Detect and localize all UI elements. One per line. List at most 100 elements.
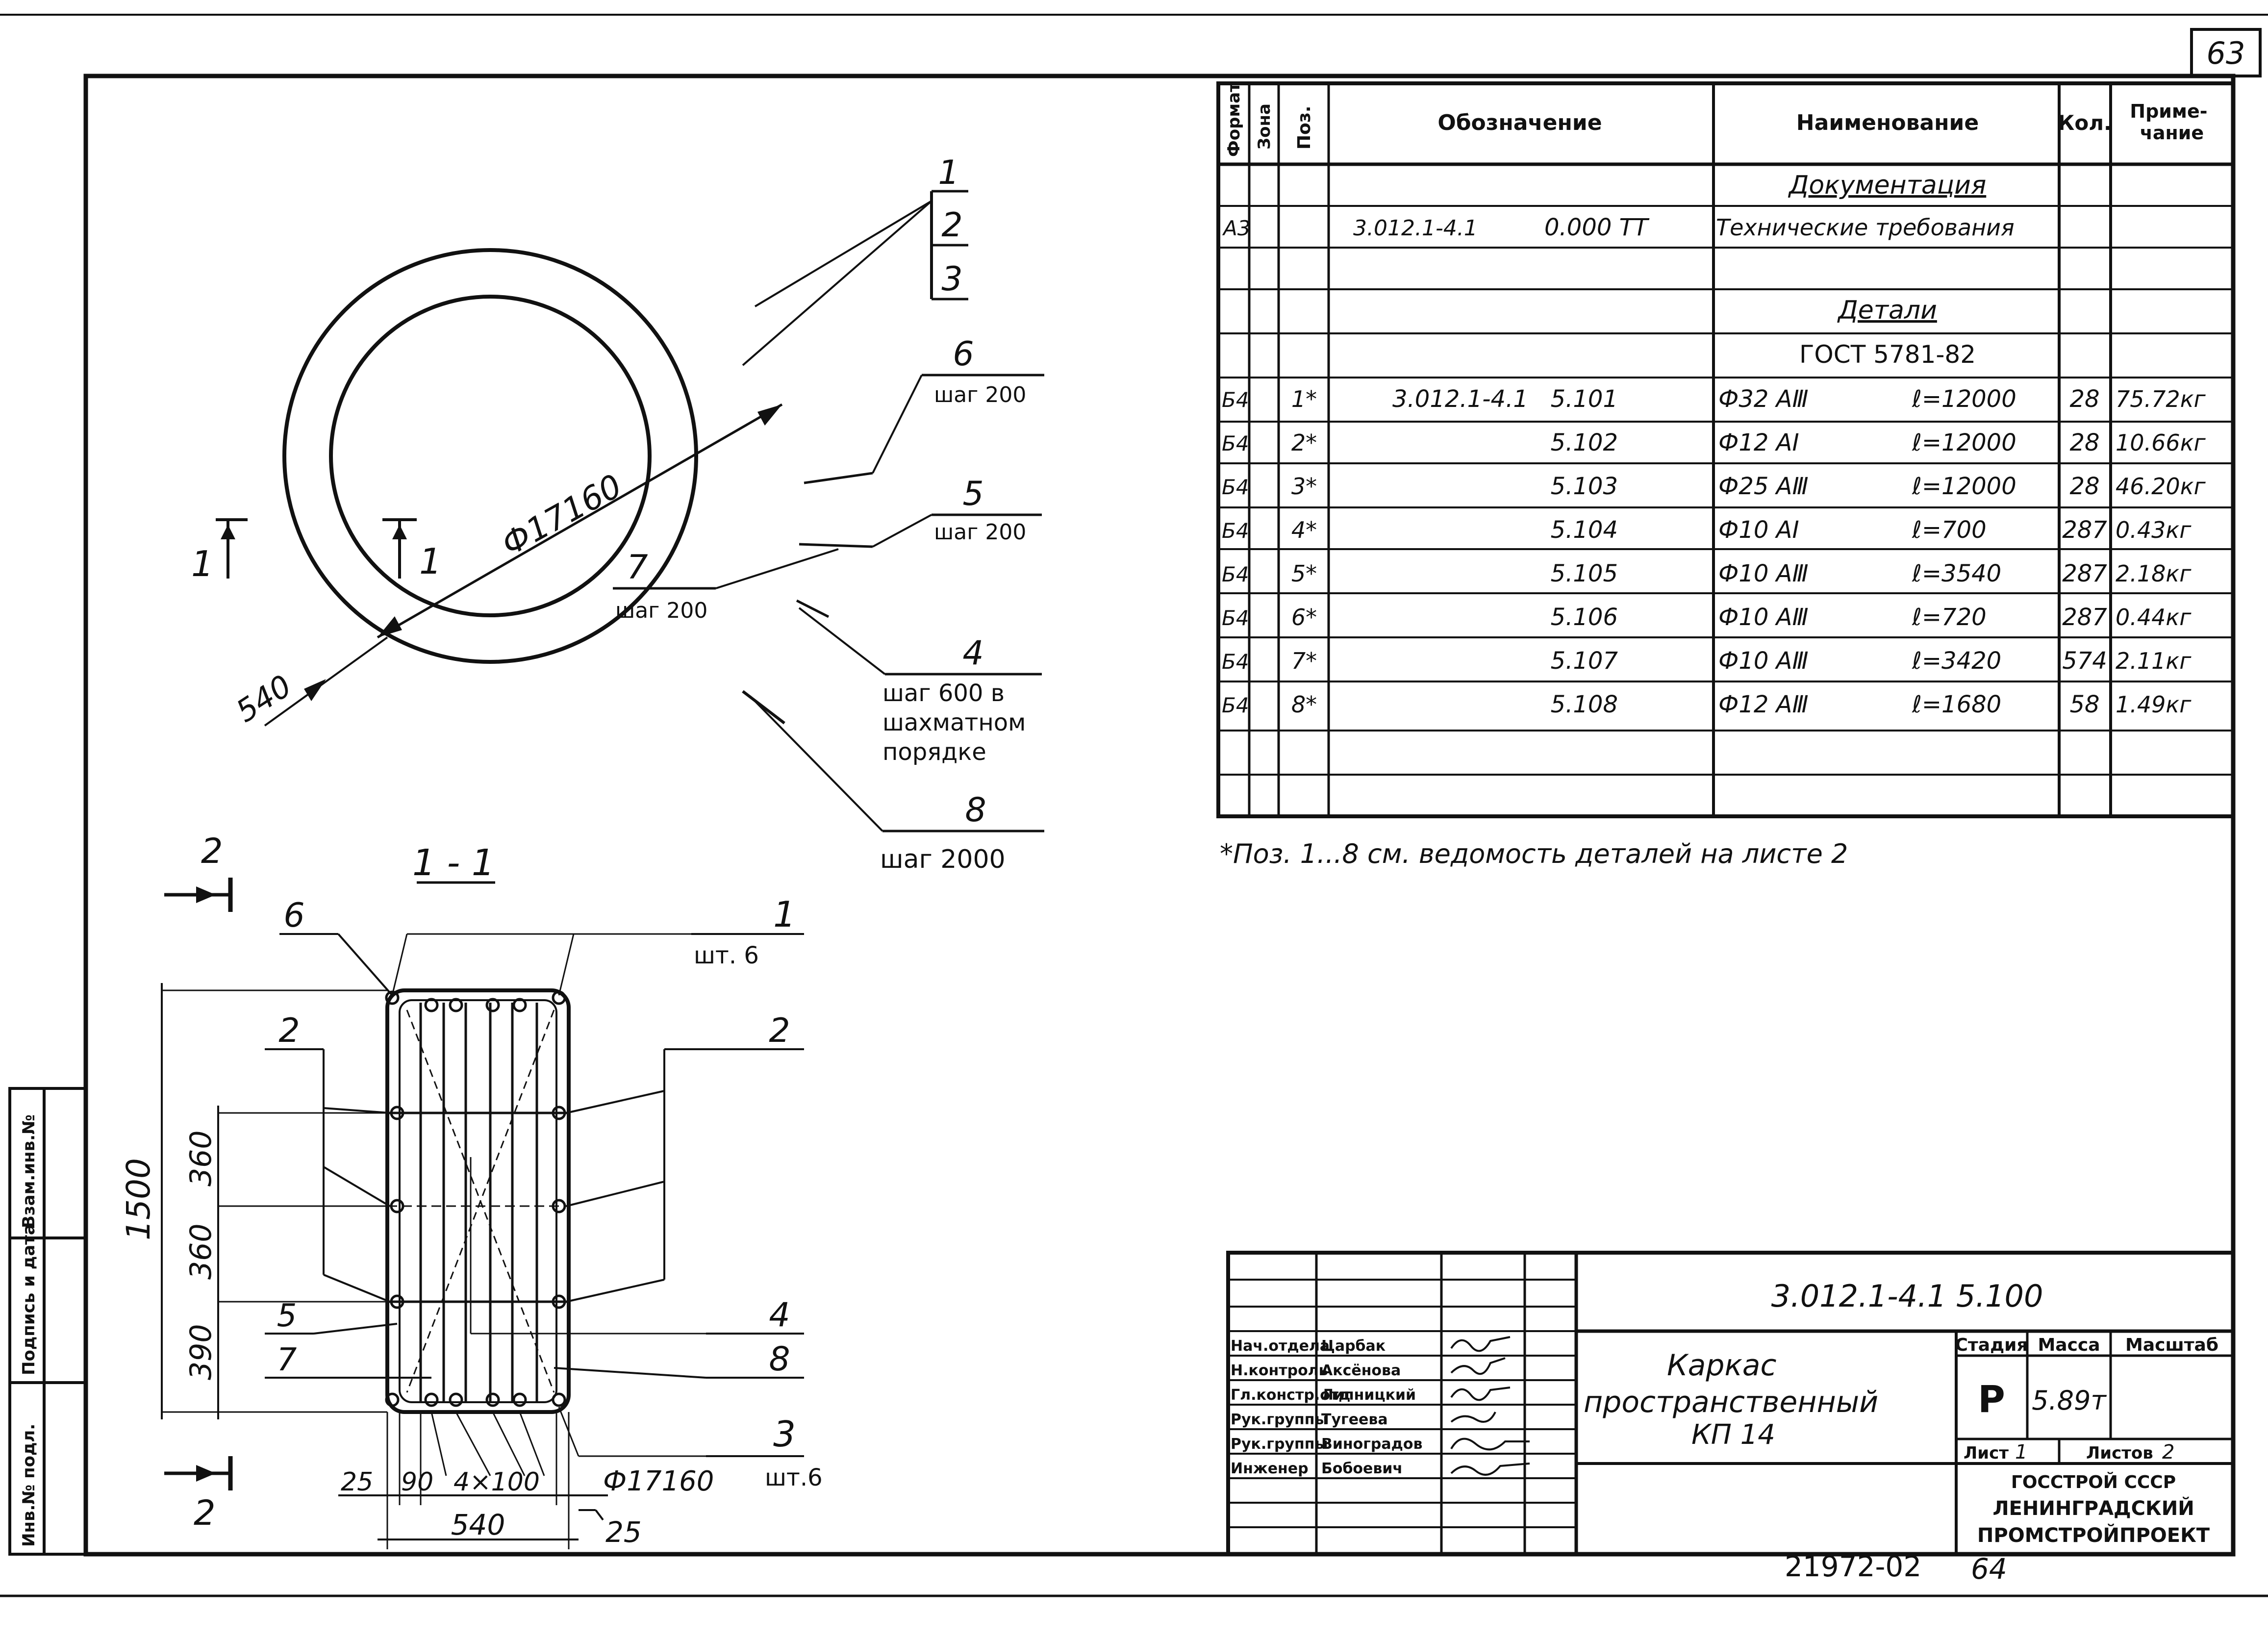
row-pos: 2* xyxy=(1291,429,1317,456)
scale-label: Масштаб xyxy=(2125,1335,2218,1355)
row-note: 2.18кг xyxy=(2116,560,2192,587)
spec-footnote: *Поз. 1...8 см. ведомость деталей на лис… xyxy=(1220,838,1848,869)
mass-label: Масса xyxy=(2038,1335,2100,1355)
col-zone: Зона xyxy=(1255,103,1274,150)
row-note: 75.72кг xyxy=(2116,386,2206,412)
sec-label-6: 6 xyxy=(283,896,304,935)
label-pos-8: 8 xyxy=(965,791,986,830)
row-pos: 4* xyxy=(1291,517,1317,543)
stage-label: Стадия xyxy=(1955,1335,2028,1355)
row-bar: Ф12 AⅢ xyxy=(1718,691,1809,718)
dim-360-a: 360 xyxy=(184,1130,218,1186)
row-note: 1.49кг xyxy=(2116,691,2192,718)
staff-rows: Нач.отделаЦарбакН.контрольАксёноваГл.кон… xyxy=(1231,1337,1422,1477)
left-stamp: Инв.№ подл. Подпись и дата Взам.инв.№ xyxy=(8,1087,87,1556)
stamp-inv-podl: Инв.№ подл. xyxy=(19,1424,39,1547)
col-note-line-2: чание xyxy=(2140,122,2204,144)
row-length: ℓ=1680 xyxy=(1912,691,2001,718)
dim-25-a: 25 xyxy=(341,1467,373,1497)
label-pos-4: 4 xyxy=(962,634,983,673)
parts-standard: ГОСТ 5781-82 xyxy=(1799,340,1976,369)
row-code: 5.104 xyxy=(1551,516,1618,544)
label-pos-4-step-b: шахматном xyxy=(882,709,1026,736)
row-code: 5.103 xyxy=(1551,473,1618,500)
org-line-1: ГОССТРОЙ СССР xyxy=(2011,1472,2176,1492)
row-qty: 28 xyxy=(2069,473,2099,500)
sheets-value: 2 xyxy=(2162,1441,2174,1463)
row-qty: 58 xyxy=(2069,691,2099,718)
archive-number: 21972-02 xyxy=(1785,1550,1921,1583)
section-documentation: Документация xyxy=(1788,171,1986,200)
stage-value: Р xyxy=(1978,1377,2005,1421)
row-qty: 287 xyxy=(2062,516,2107,544)
row-code: 5.102 xyxy=(1551,429,1618,456)
label-pos-4-step-a: шаг 600 в xyxy=(882,680,1005,707)
label-pos-5: 5 xyxy=(962,475,983,513)
row-pos: 8* xyxy=(1291,691,1317,718)
row-note: 2.11кг xyxy=(2116,648,2192,674)
dim-25-b: 25 xyxy=(605,1515,642,1549)
row-code: 5.106 xyxy=(1551,604,1618,631)
col-note-line-1: Приме- xyxy=(2130,101,2207,122)
row-bar: Ф12 AⅠ xyxy=(1718,429,1799,456)
sheet-value: 1 xyxy=(2015,1441,2027,1463)
label-bars-3: 3 xyxy=(941,260,962,299)
row-pos: 5* xyxy=(1291,560,1317,587)
staff-role: Нач.отдела xyxy=(1231,1337,1330,1355)
doc-designation: 3.012.1-4.1 xyxy=(1353,216,1478,241)
row-length: ℓ=12000 xyxy=(1912,429,2016,456)
row-pos: 6* xyxy=(1291,604,1317,631)
dim-360-b: 360 xyxy=(184,1223,218,1280)
row-code: 5.101 xyxy=(1551,385,1618,413)
staff-name: Виноградов xyxy=(1321,1436,1422,1453)
col-note: Приме- чание xyxy=(2130,101,2214,144)
row-format: Б4 xyxy=(1222,562,1249,586)
sec-label-2-left: 2 xyxy=(278,1011,300,1050)
dim-90: 90 xyxy=(401,1467,433,1497)
row-note: 0.44кг xyxy=(2116,604,2192,631)
dim-height: 1500 xyxy=(120,1158,157,1240)
sheet-label: Лист xyxy=(1964,1443,2009,1463)
row-qty: 28 xyxy=(2069,429,2099,456)
row-code: 5.108 xyxy=(1551,691,1618,718)
label-bars-2: 2 xyxy=(941,206,962,245)
ring-width: 540 xyxy=(229,668,298,730)
label-pos-7-step: шаг 200 xyxy=(615,598,707,623)
row-pos: 7* xyxy=(1291,648,1317,674)
title-line-2: пространственный xyxy=(1584,1385,1878,1419)
row-prefix: 3.012.1-4.1 xyxy=(1392,385,1528,413)
col-qty: Кол. xyxy=(2058,111,2112,135)
sec-label-5: 5 xyxy=(277,1298,297,1334)
row-format: Б4 xyxy=(1222,475,1249,499)
staff-role: Гл.констр.отд xyxy=(1231,1387,1350,1404)
col-designation: Обозначение xyxy=(1437,110,1602,135)
staff-name: Тугеева xyxy=(1321,1411,1388,1428)
row-length: ℓ=12000 xyxy=(1912,385,2016,413)
sec-label-3-qty: шт.6 xyxy=(765,1464,823,1491)
stamp-vzam-inv: Взам.инв.№ xyxy=(19,1114,39,1228)
row-format: Б4 xyxy=(1222,388,1249,412)
row-bar: Ф10 AⅢ xyxy=(1718,604,1809,631)
title-line-1: Каркас xyxy=(1667,1348,1776,1383)
ring-view: 1 2 3 6 шаг 200 5 шаг 200 7 шаг 200 4 ша… xyxy=(191,153,1044,874)
sec-label-2-right: 2 xyxy=(769,1011,790,1050)
staff-role: Рук.группы xyxy=(1231,1411,1328,1428)
sheets-label: Листов xyxy=(2086,1443,2153,1463)
page-number: 63 xyxy=(2207,35,2245,71)
staff-role: Инженер xyxy=(1231,1460,1309,1477)
label-pos-6: 6 xyxy=(953,335,974,374)
row-bar: Ф10 AⅢ xyxy=(1718,647,1809,675)
row-pos: 1* xyxy=(1291,386,1317,412)
label-pos-5-step: шаг 200 xyxy=(934,520,1026,545)
row-length: ℓ=3420 xyxy=(1912,647,2001,675)
ring-outer xyxy=(282,248,698,664)
label-pos-8-step: шаг 2000 xyxy=(880,845,1006,874)
section-details: Детали xyxy=(1837,296,1937,325)
row-length: ℓ=720 xyxy=(1912,604,1987,631)
label-pos-4-step-c: порядке xyxy=(882,738,986,766)
row-qty: 574 xyxy=(2062,647,2107,675)
row-bar: Ф32 AⅢ xyxy=(1718,385,1809,413)
doc-number: 3.012.1-4.1 5.100 xyxy=(1771,1278,2043,1314)
row-format: Б4 xyxy=(1222,431,1249,455)
